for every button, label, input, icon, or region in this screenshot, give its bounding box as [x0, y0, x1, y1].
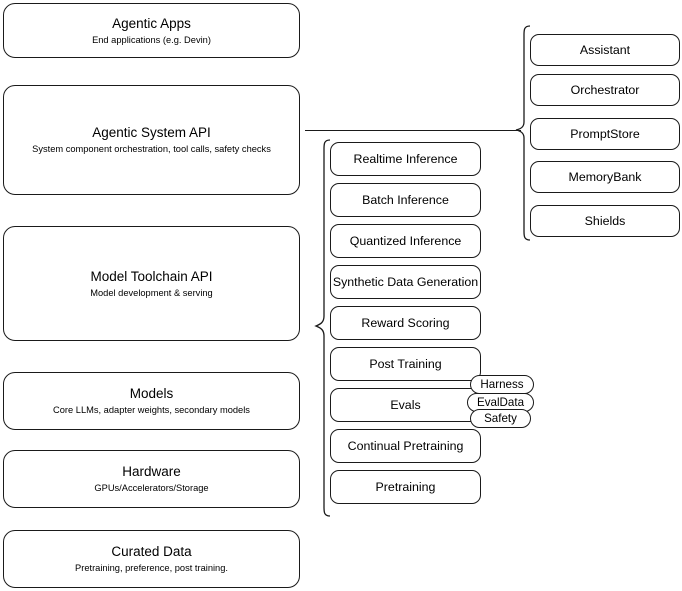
toolchain-item-post-training[interactable]: Post Training [330, 347, 481, 381]
toolchain-item-label: Reward Scoring [361, 316, 450, 330]
evals-subcomponent-harness[interactable]: Harness [470, 375, 534, 394]
toolchain-item-label: Realtime Inference [353, 152, 458, 166]
evals-subcomponent-label: EvalData [476, 396, 525, 409]
stack-layer-subtitle: Core LLMs, adapter weights, secondary mo… [53, 405, 250, 415]
stack-layer-subtitle: System component orchestration, tool cal… [32, 144, 271, 154]
evals-subcomponent-safety[interactable]: Safety [470, 409, 531, 428]
connector-line-agentic-system-api [305, 130, 521, 132]
stack-layer-subtitle: Pretraining, preference, post training. [75, 563, 228, 573]
evals-subcomponent-label: Harness [480, 378, 524, 391]
agentic-item-label: Orchestrator [570, 83, 640, 97]
agentic-item-promptstore[interactable]: PromptStore [530, 118, 680, 150]
stack-layer-models[interactable]: Models Core LLMs, adapter weights, secon… [3, 372, 300, 430]
brace-toolchain [314, 139, 331, 517]
evals-subcomponent-label: Safety [484, 412, 517, 425]
toolchain-item-label: Continual Pretraining [347, 439, 464, 453]
toolchain-item-continual-pretraining[interactable]: Continual Pretraining [330, 429, 481, 463]
agentic-item-memorybank[interactable]: MemoryBank [530, 161, 680, 193]
toolchain-item-label: Synthetic Data Generation [332, 275, 479, 289]
toolchain-item-label: Evals [390, 398, 421, 412]
toolchain-item-label: Quantized Inference [349, 234, 462, 248]
stack-layer-title: Curated Data [111, 544, 192, 559]
stack-layer-title: Hardware [122, 464, 181, 479]
stack-layer-agentic-system-api[interactable]: Agentic System API System component orch… [3, 85, 300, 195]
agentic-item-label: Shields [584, 214, 626, 228]
toolchain-item-synthetic-data-generation[interactable]: Synthetic Data Generation [330, 265, 481, 299]
stack-layer-title: Agentic System API [92, 125, 211, 140]
stack-layer-model-toolchain-api[interactable]: Model Toolchain API Model development & … [3, 226, 300, 341]
toolchain-item-label: Pretraining [375, 480, 436, 494]
stack-layer-agentic-apps[interactable]: Agentic Apps End applications (e.g. Devi… [3, 3, 300, 58]
stack-layer-hardware[interactable]: Hardware GPUs/Accelerators/Storage [3, 450, 300, 508]
stack-layer-curated-data[interactable]: Curated Data Pretraining, preference, po… [3, 530, 300, 588]
brace-agentic [515, 25, 531, 241]
agentic-item-label: PromptStore [570, 127, 640, 141]
toolchain-item-label: Batch Inference [362, 193, 449, 207]
stack-layer-subtitle: Model development & serving [90, 287, 213, 298]
toolchain-item-pretraining[interactable]: Pretraining [330, 470, 481, 504]
agentic-item-orchestrator[interactable]: Orchestrator [530, 74, 680, 106]
toolchain-item-batch-inference[interactable]: Batch Inference [330, 183, 481, 217]
stack-layer-title: Model Toolchain API [90, 268, 213, 284]
agentic-item-assistant[interactable]: Assistant [530, 34, 680, 66]
stack-layer-title: Agentic Apps [112, 15, 191, 31]
toolchain-item-quantized-inference[interactable]: Quantized Inference [330, 224, 481, 258]
agentic-item-shields[interactable]: Shields [530, 205, 680, 237]
stack-layer-title: Models [129, 386, 174, 401]
stack-layer-subtitle: GPUs/Accelerators/Storage [94, 483, 209, 493]
stack-layer-subtitle: End applications (e.g. Devin) [92, 34, 211, 45]
toolchain-item-reward-scoring[interactable]: Reward Scoring [330, 306, 481, 340]
agentic-item-label: Assistant [579, 43, 631, 57]
toolchain-item-realtime-inference[interactable]: Realtime Inference [330, 142, 481, 176]
toolchain-item-label: Post Training [369, 357, 442, 371]
toolchain-item-evals[interactable]: Evals [330, 388, 481, 422]
agentic-item-label: MemoryBank [568, 170, 642, 184]
